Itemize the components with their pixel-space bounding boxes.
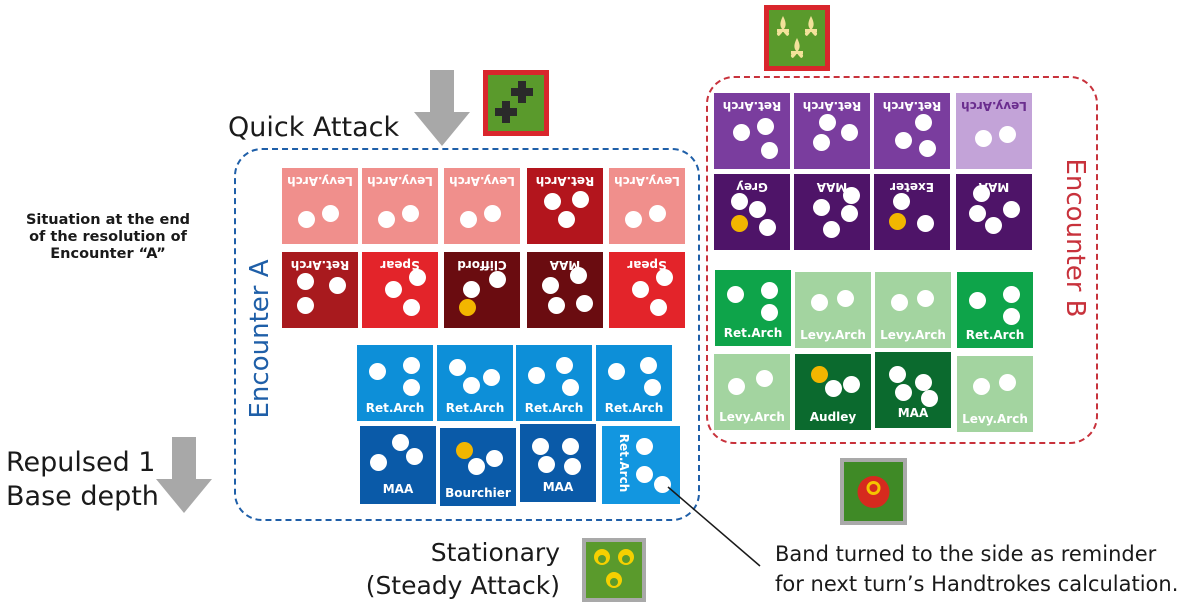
stationary-label: Stationary (Steady Attack) (300, 536, 560, 602)
crosses-banner-icon (483, 70, 549, 136)
block-label: MAA (542, 480, 574, 494)
repulsed-line-2: Base depth (6, 481, 159, 512)
block-label: MAA (382, 482, 414, 496)
block-label: Ret.Arch (445, 401, 505, 415)
block-ret-arch: Ret.Arch (516, 345, 592, 421)
callout-text: Band turned to the side as reminder for … (775, 539, 1178, 599)
block-label: Levy.Arch (719, 410, 785, 424)
block-label: Audley (809, 410, 857, 424)
title-line-1: Situation at the end (25, 212, 191, 228)
block-audley: Audley (795, 354, 871, 430)
block-label: Ret.Arch (524, 401, 584, 415)
block-ret-arch: Ret.Arch (596, 345, 672, 421)
block-levy-arch: Levy.Arch (957, 356, 1033, 432)
block-ret-arch: Ret.Arch (357, 345, 433, 421)
block-label: Levy.Arch (962, 412, 1028, 426)
block-ret-arch: Ret.Arch (957, 272, 1033, 348)
callout-line-1: Band turned to the side as reminder (775, 542, 1157, 566)
repulsed-line-1: Repulsed 1 (6, 447, 156, 478)
sun-banner-icon (840, 458, 907, 525)
title-line-2: of the resolution of (29, 229, 187, 245)
block-label: MAA (897, 406, 929, 420)
block-label: Ret.Arch (604, 401, 664, 415)
repulsed-label: Repulsed 1 Base depth (6, 446, 159, 514)
block-bourchier: Bourchier (440, 428, 516, 506)
block-label: Ret.Arch (723, 326, 783, 340)
block-maa: MAA (360, 426, 436, 504)
block-maa: MAA (875, 352, 951, 428)
block-levy-arch: Levy.Arch (714, 354, 790, 430)
down-arrow-icon (414, 70, 470, 146)
stationary-line-1: Stationary (430, 538, 560, 567)
diagram-title: Situation at the end of the resolution o… (8, 212, 208, 263)
block-maa: MAA (520, 424, 596, 502)
block-label: Levy.Arch (880, 328, 946, 342)
encounter-a-boundary (234, 148, 700, 521)
block-levy-arch: Levy.Arch (795, 272, 871, 348)
title-line-3: Encounter “A” (50, 246, 166, 262)
block-label: Ret.Arch (965, 328, 1025, 342)
encounter-b-boundary (706, 76, 1098, 444)
stationary-line-2: (Steady Attack) (365, 571, 560, 600)
callout-line-2: for next turn’s Handtrokes calculation. (775, 572, 1179, 596)
fleur-de-lis-banner-icon (764, 5, 830, 71)
block-ret-arch-turned: Ret.Arch (602, 426, 680, 504)
block-label: Bourchier (445, 486, 511, 500)
gold-rings-banner-icon (582, 538, 646, 602)
block-ret-arch: Ret.Arch (437, 345, 513, 421)
quick-attack-label: Quick Attack (228, 112, 400, 143)
block-levy-arch: Levy.Arch (875, 272, 951, 348)
block-ret-arch: Ret.Arch (715, 270, 791, 346)
block-label: Levy.Arch (800, 328, 866, 342)
down-arrow-icon (156, 437, 212, 513)
block-label: Ret.Arch (365, 401, 425, 415)
